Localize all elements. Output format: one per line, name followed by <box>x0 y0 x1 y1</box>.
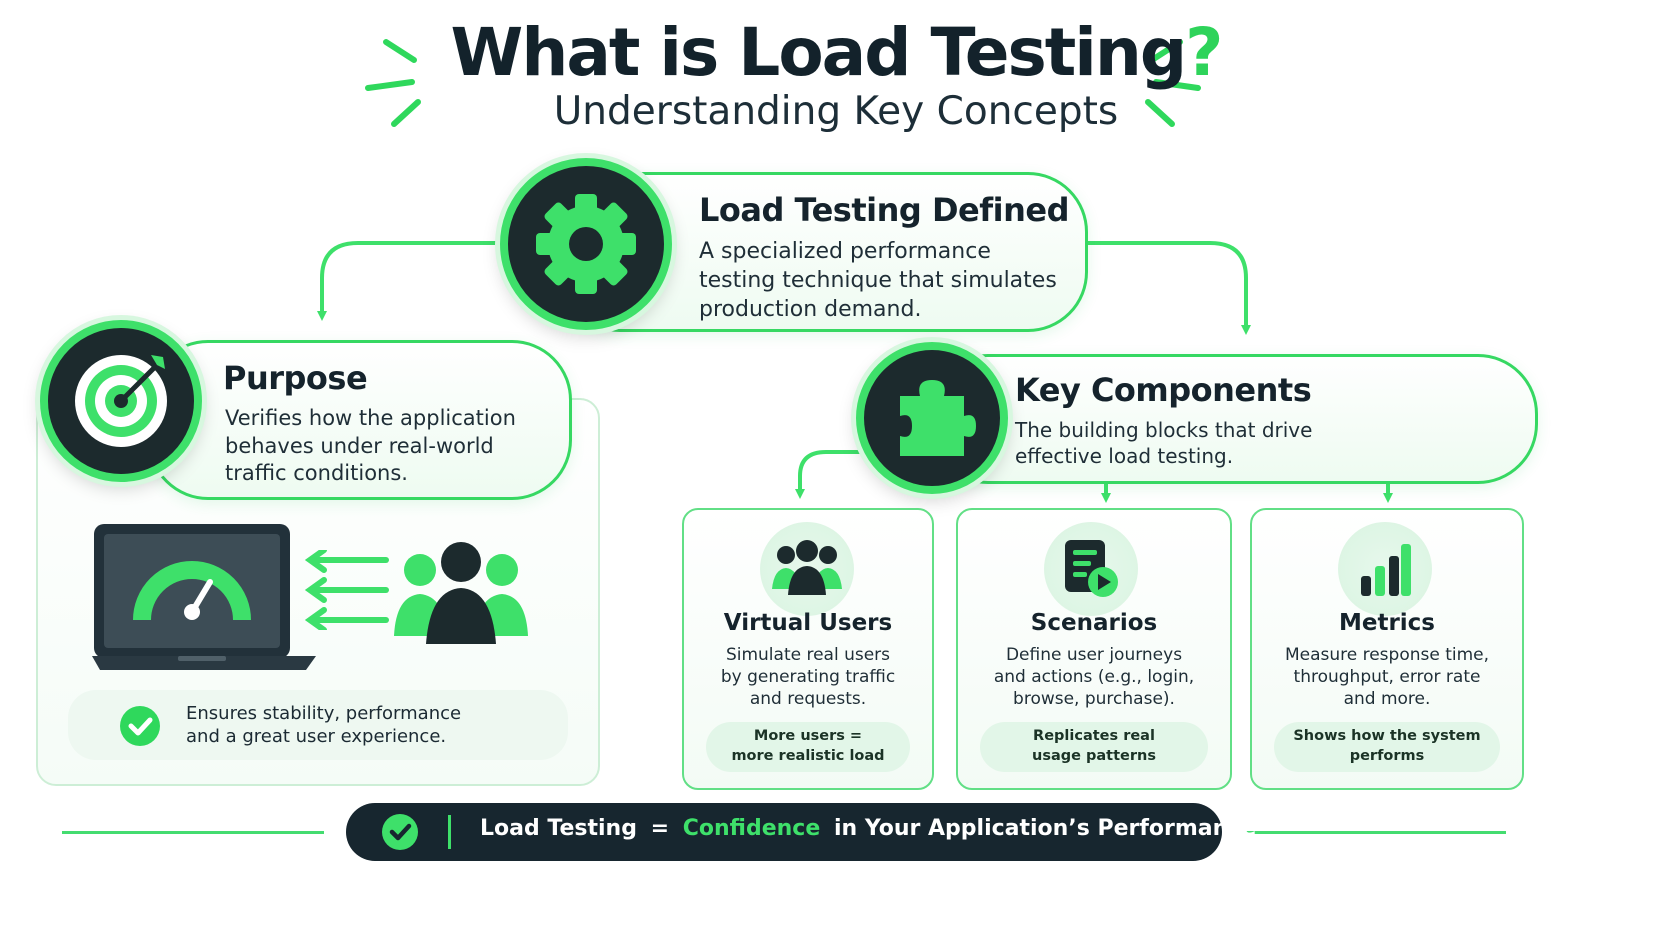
card-icon-bg <box>1044 522 1138 616</box>
card-tag-line: performs <box>1349 748 1425 764</box>
card-description: Measure response time, throughput, error… <box>1262 644 1512 710</box>
card-description-line: Define user journeys <box>1005 645 1183 665</box>
purpose-card: Purpose Verifies how the application beh… <box>148 340 572 500</box>
user-group-icon <box>394 542 528 644</box>
footer-equals: = <box>650 816 670 841</box>
footer-divider <box>448 815 451 849</box>
burst-lines-left <box>365 39 421 127</box>
card-description: Define user journeys and actions (e.g., … <box>968 644 1220 710</box>
card-tag-line: More users = <box>753 728 863 745</box>
card-metrics: Metrics Measure response time, throughpu… <box>1250 508 1524 790</box>
card-description-line: throughput, error rate <box>1293 667 1481 688</box>
check-circle-icon <box>382 814 418 850</box>
definition-line: A specialized performance <box>699 239 991 264</box>
footer-line-right <box>1246 831 1506 834</box>
purpose-description: Verifies how the application behaves und… <box>225 405 516 488</box>
card-scenarios: Scenarios Define user journeys and actio… <box>956 508 1232 790</box>
burst-lines-right <box>1145 39 1201 127</box>
components-line: effective load testing. <box>1015 444 1234 469</box>
footer-line-left <box>62 831 324 834</box>
arrow-to-components <box>1086 241 1251 335</box>
arrow-to-purpose <box>317 241 510 321</box>
title-question-mark: ? <box>1185 14 1223 91</box>
card-tag-line: Replicates real <box>1033 728 1155 745</box>
card-description-line: and more. <box>1343 689 1431 710</box>
components-line: The building blocks that drive <box>1015 418 1313 442</box>
gear-icon <box>536 194 636 294</box>
purpose-line: behaves under real-world <box>225 433 494 458</box>
title-text: What is Load Testing <box>450 14 1188 91</box>
card-description-line: browse, purchase). <box>1013 689 1175 710</box>
purpose-note-line: and a great user experience. <box>186 726 447 748</box>
purpose-line: traffic conditions. <box>225 461 408 486</box>
card-tag: Shows how the system performs <box>1274 722 1500 772</box>
footer-text-part2: in Your Application’s Performance <box>833 816 1257 841</box>
card-description: Simulate real users by generating traffi… <box>694 644 922 710</box>
definition-line: testing technique that simulates <box>699 268 1057 294</box>
page-title: What is Load Testing? <box>0 18 1672 87</box>
target-icon <box>75 355 167 447</box>
card-description-line: by generating traffic <box>720 667 896 688</box>
components-title: Key Components <box>1015 371 1312 409</box>
components-card: Key Components The building blocks that … <box>928 354 1538 484</box>
components-icon-disc <box>856 342 1008 494</box>
header: What is Load Testing? Understanding Key … <box>0 18 1672 134</box>
puzzle-icon <box>900 380 976 456</box>
card-tag-line: more realistic load <box>731 748 885 764</box>
footer-highlight: Confidence <box>682 816 821 841</box>
card-tag: Replicates real usage patterns <box>980 722 1208 772</box>
components-description: The building blocks that drive effective… <box>1015 417 1312 470</box>
card-icon-bg <box>1338 522 1432 616</box>
bar-chart-icon <box>1361 544 1411 596</box>
arrows-icon <box>304 550 389 630</box>
footer-text-part1: Load Testing <box>480 816 637 841</box>
purpose-note-text: Ensures stability, performance and a gre… <box>186 702 461 749</box>
document-play-icon <box>1065 540 1118 597</box>
purpose-note: Ensures stability, performance and a gre… <box>68 690 568 760</box>
card-title: Scenarios <box>1030 610 1158 636</box>
footer-text: Load Testing = Confidence in Your Applic… <box>480 816 1256 841</box>
definition-title: Load Testing Defined <box>699 191 1069 229</box>
card-tag: More users = more realistic load <box>706 722 910 772</box>
laptop-speedometer-icon <box>92 524 316 670</box>
definition-description: A specialized performance testing techni… <box>699 237 1057 324</box>
card-description-line: Simulate real users <box>725 645 891 665</box>
definition-line: production demand. <box>699 297 922 323</box>
card-description-line: and requests. <box>749 689 867 710</box>
footer-banner: Load Testing = Confidence in Your Applic… <box>346 803 1256 861</box>
card-title: Metrics <box>1338 610 1436 636</box>
card-tag-line: usage patterns <box>1032 748 1156 764</box>
card-title: Virtual Users <box>723 610 893 636</box>
arrow-to-virtual-users <box>795 450 862 499</box>
card-description-line: and actions (e.g., login, <box>993 667 1195 688</box>
check-circle-icon <box>120 706 160 746</box>
card-icon-bg <box>760 522 854 616</box>
purpose-icon-disc <box>40 320 202 482</box>
definition-icon-disc <box>500 158 672 330</box>
users-icon <box>772 540 842 595</box>
purpose-title: Purpose <box>223 359 368 397</box>
purpose-line: Verifies how the application <box>225 406 516 430</box>
card-description-line: Measure response time, <box>1284 645 1490 665</box>
card-tag-line: Shows how the system <box>1293 728 1481 745</box>
card-virtual-users: Virtual Users Simulate real users by gen… <box>682 508 934 790</box>
purpose-note-line: Ensures stability, performance <box>186 703 462 724</box>
page-subtitle: Understanding Key Concepts <box>553 89 1119 135</box>
